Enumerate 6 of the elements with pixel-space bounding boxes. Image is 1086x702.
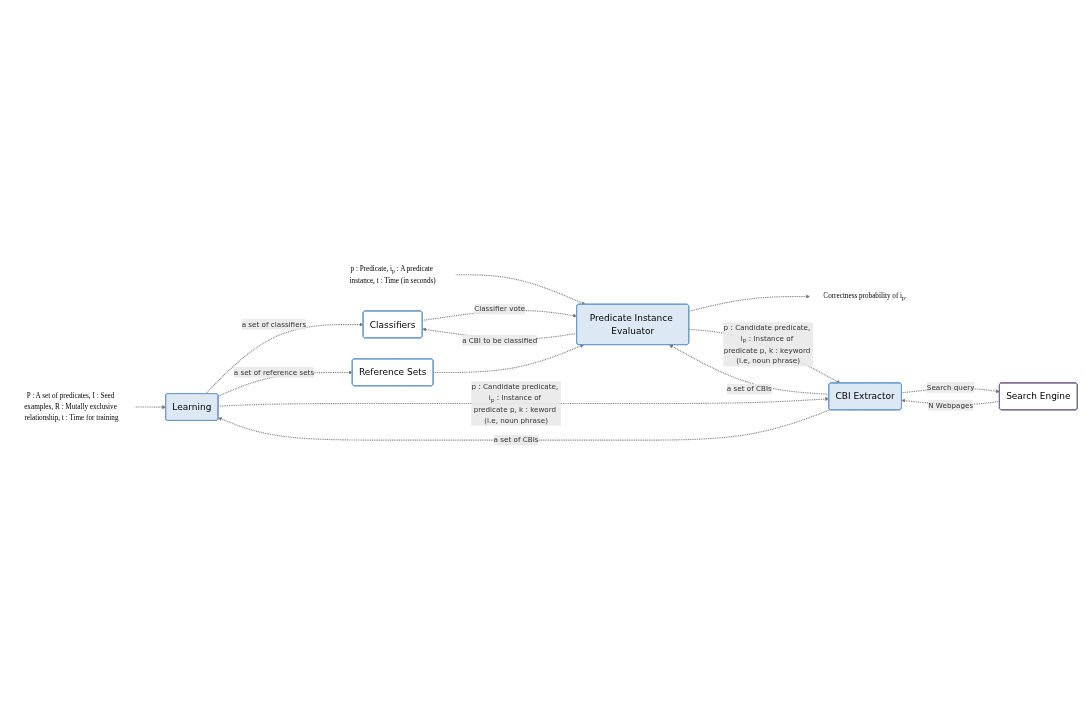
arrow [218, 409, 831, 441]
arrow [133, 405, 167, 410]
arrow [669, 344, 830, 395]
arrow [432, 344, 584, 374]
arrow [454, 274, 586, 305]
arrow [688, 294, 811, 312]
